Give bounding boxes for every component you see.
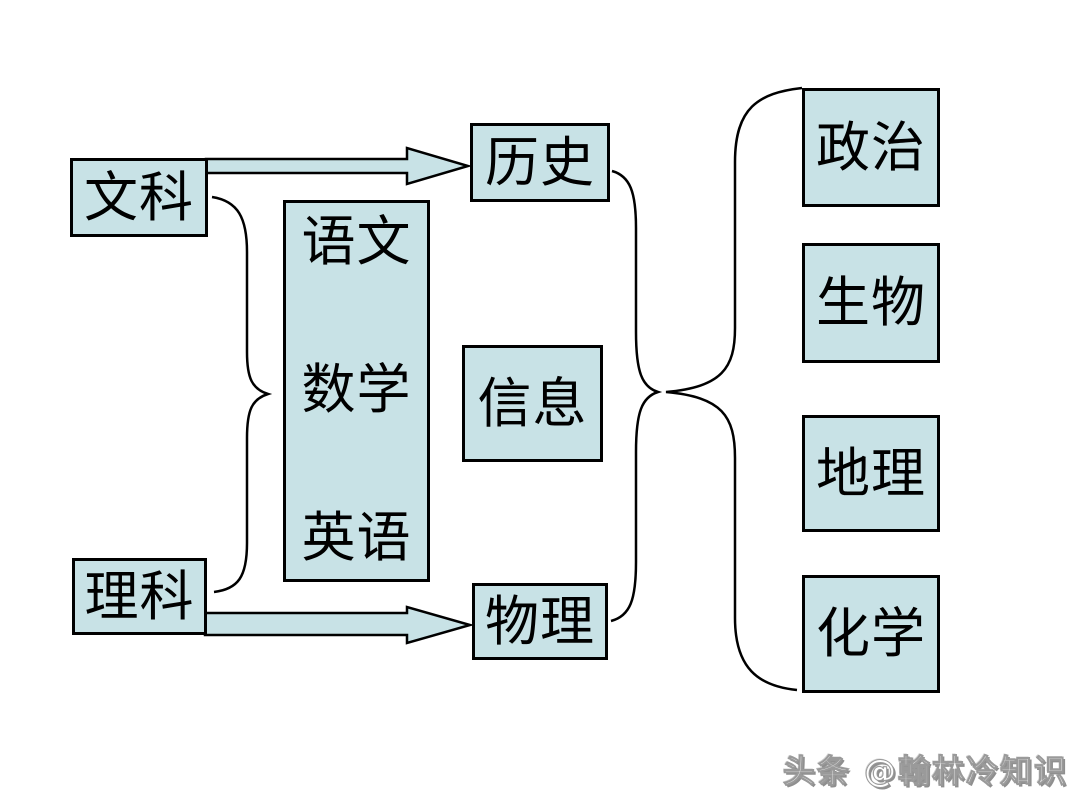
- node-history: 历史: [470, 123, 610, 202]
- arrow-science-to-physics: [203, 605, 475, 645]
- node-shared-subjects: 语文 数学 英语: [283, 200, 430, 582]
- arrow-liberal-arts-to-history: [204, 146, 473, 186]
- brace-left: [211, 195, 273, 594]
- node-geography: 地理: [802, 415, 940, 532]
- node-physics: 物理: [472, 583, 608, 660]
- subject-english: 英语: [301, 508, 412, 568]
- node-science: 理科: [72, 558, 207, 635]
- subject-math: 数学: [301, 360, 412, 420]
- brace-right: [665, 86, 803, 692]
- node-biology: 生物: [802, 243, 940, 363]
- node-chemistry: 化学: [802, 575, 940, 693]
- node-liberal-arts: 文科: [70, 158, 208, 237]
- watermark-text: 头条 @翰林冷知识: [782, 752, 1068, 791]
- node-information: 信息: [462, 345, 603, 462]
- subject-chinese: 语文: [301, 212, 412, 272]
- node-politics: 政治: [802, 88, 940, 207]
- brace-middle: [610, 169, 663, 623]
